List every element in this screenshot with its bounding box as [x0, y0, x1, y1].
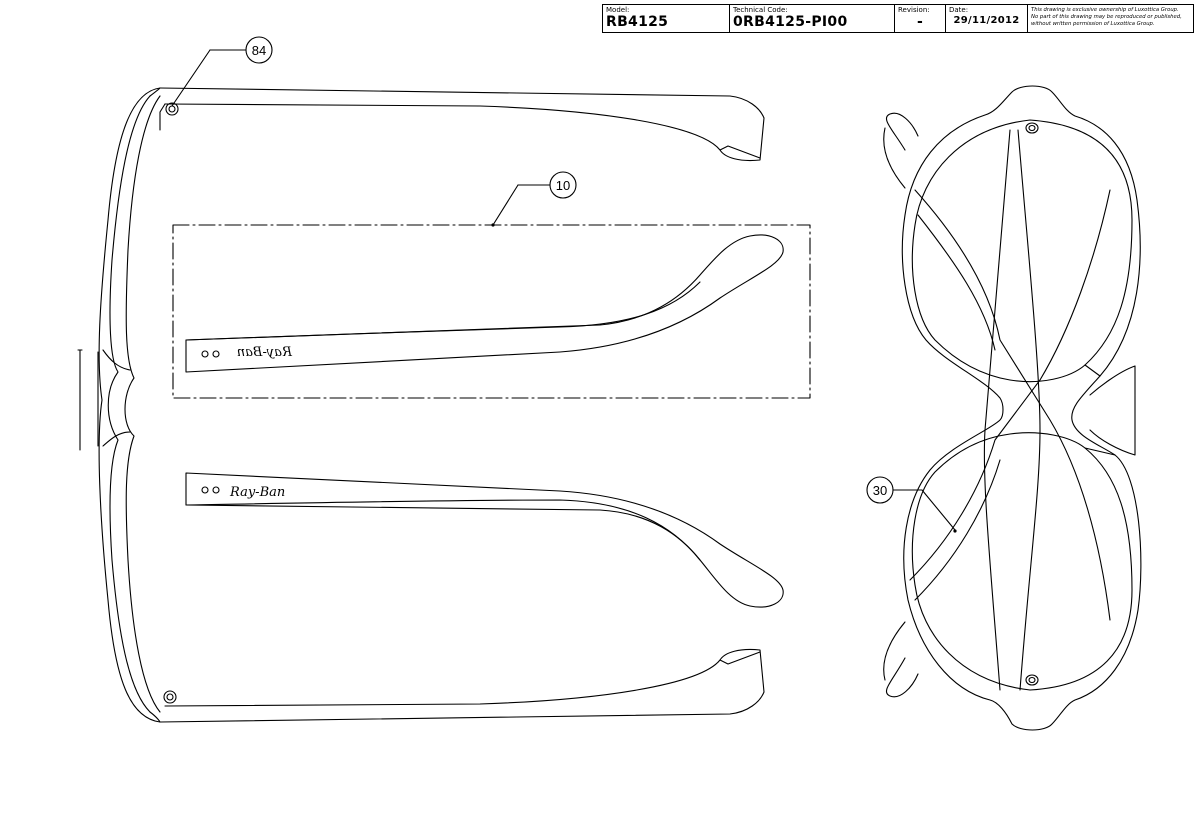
revision-label: Revision:: [898, 6, 930, 14]
callout-10: [492, 171, 577, 226]
notice-line-1: This drawing is exclusive ownership of L…: [1031, 7, 1179, 13]
callout-84-label: 84: [252, 43, 266, 58]
title-block-model: Model: RB4125: [603, 5, 730, 32]
front-view-rivets: [1025, 122, 1039, 686]
temple-detail-box: [172, 224, 811, 399]
callout-30: [866, 476, 956, 531]
hinge-screw-lower: [163, 690, 177, 704]
date-value: 29/11/2012: [953, 15, 1020, 26]
title-block-technical-code: Technical Code: 0RB4125-PI00: [730, 5, 895, 32]
temple-outside-view: [185, 472, 784, 608]
top-view-temple-upper: [149, 87, 765, 162]
title-block-revision: Revision: -: [895, 5, 946, 32]
title-block-notice: This drawing is exclusive ownership of L…: [1028, 5, 1193, 32]
technical-code-label: Technical Code:: [733, 6, 788, 14]
notice-line-3: without written permission of Luxottica …: [1031, 21, 1155, 27]
title-block-date: Date: 29/11/2012: [946, 5, 1028, 32]
ownership-notice: This drawing is exclusive ownership of L…: [1031, 7, 1190, 28]
callout-84: [171, 36, 273, 107]
top-view-frame-front: [77, 87, 161, 723]
model-label: Model:: [606, 6, 630, 14]
title-block: Model: RB4125 Technical Code: 0RB4125-PI…: [602, 4, 1194, 33]
front-view-temple-tips: [883, 112, 919, 698]
date-label: Date:: [949, 6, 969, 14]
front-view-folded-temples: [909, 129, 1111, 691]
hinge-screw-upper: [165, 102, 179, 116]
temple-outside-logo: Ray-Ban: [229, 485, 285, 500]
top-view-temple-lower: [149, 648, 765, 723]
callout-10-label: 10: [556, 178, 570, 193]
model-value: RB4125: [606, 14, 669, 30]
temple-inside-logo: Ray-Ban: [237, 345, 293, 360]
callout-30-label: 30: [873, 483, 887, 498]
notice-line-2: No part of this drawing may be reproduce…: [1031, 14, 1182, 20]
revision-value: -: [916, 14, 924, 30]
technical-code-value: 0RB4125-PI00: [733, 14, 848, 30]
temple-inside-view: [185, 234, 784, 373]
front-view-frame: [901, 85, 1142, 731]
